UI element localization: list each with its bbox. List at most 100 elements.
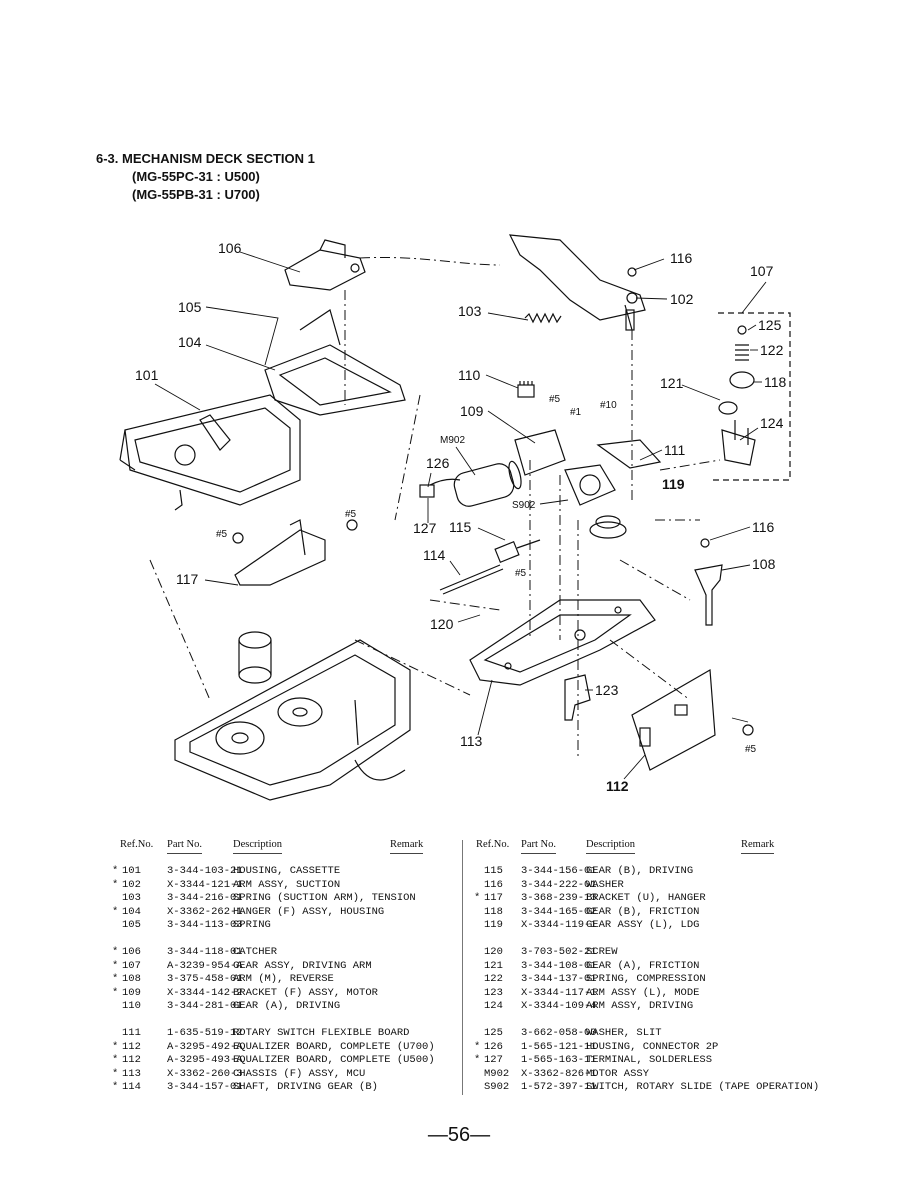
model-line-1: (MG-55PC-31 : U500) bbox=[132, 169, 260, 184]
gear-110-drawing bbox=[517, 381, 535, 398]
gear-119-drawing bbox=[589, 515, 627, 539]
screw-mark-5: #5 bbox=[345, 509, 357, 520]
callout-120: 120 bbox=[430, 616, 454, 632]
callout-111: 111 bbox=[664, 442, 685, 458]
bracket-117-drawing bbox=[232, 519, 358, 586]
header-ref: Ref.No. bbox=[120, 839, 154, 850]
callout-113: 113 bbox=[460, 733, 483, 749]
reverse-arm-drawing bbox=[694, 538, 723, 626]
callout-118: 118 bbox=[764, 374, 787, 390]
header-remark: Remark bbox=[390, 839, 424, 854]
callout-122: 122 bbox=[760, 342, 784, 358]
catcher-drawing bbox=[284, 239, 366, 291]
exploded-view-diagram: 106 116 107 105 103 102 125 104 122 101 … bbox=[119, 234, 791, 801]
cassette-housing-drawing bbox=[119, 394, 301, 511]
callout-106: 106 bbox=[218, 240, 242, 256]
chassis-drawing bbox=[469, 599, 656, 686]
shaft-drawing bbox=[439, 539, 541, 595]
callout-109: 109 bbox=[460, 403, 484, 419]
callout-s902: S902 bbox=[512, 500, 536, 511]
screw-mark-5: #5 bbox=[549, 394, 561, 405]
callout-labels: 106 116 107 105 103 102 125 104 122 101 … bbox=[135, 240, 787, 794]
header-remark: Remark bbox=[741, 839, 775, 854]
callout-101: 101 bbox=[135, 367, 159, 383]
callout-125: 125 bbox=[758, 317, 782, 333]
gear-assy-107-drawing bbox=[710, 312, 791, 481]
callout-124: 124 bbox=[760, 415, 784, 431]
callout-112: 112 bbox=[606, 778, 629, 794]
section-title: 6-3. MECHANISM DECK SECTION 1 bbox=[96, 151, 315, 166]
callout-108: 108 bbox=[752, 556, 776, 572]
mode-arm-drawing bbox=[564, 674, 591, 721]
callout-103: 103 bbox=[458, 303, 482, 319]
callout-114: 114 bbox=[423, 547, 446, 563]
section-heading: 6-3. MECHANISM DECK SECTION 1 (MG-55PC-3… bbox=[96, 150, 315, 204]
callout-110: 110 bbox=[458, 367, 481, 383]
callout-116: 116 bbox=[670, 250, 693, 266]
screw-mark-1: #1 bbox=[570, 407, 582, 418]
column-divider bbox=[462, 840, 463, 1095]
screw-mark-5: #5 bbox=[745, 744, 757, 755]
callout-123: 123 bbox=[595, 682, 619, 698]
callout-102: 102 bbox=[670, 291, 694, 307]
callout-126: 126 bbox=[426, 455, 450, 471]
callout-107: 107 bbox=[750, 263, 774, 279]
callout-104: 104 bbox=[178, 334, 202, 350]
spring-drawing bbox=[524, 312, 562, 324]
mechanism-base-drawing bbox=[174, 631, 411, 801]
screw-mark-10: #10 bbox=[600, 400, 617, 411]
equalizer-board-drawing bbox=[631, 669, 754, 771]
table-header: Ref.No. Part No. Description Remark bbox=[474, 838, 804, 856]
callout-117: 117 bbox=[176, 571, 199, 587]
header-ref: Ref.No. bbox=[476, 839, 510, 850]
callout-127: 127 bbox=[413, 520, 437, 536]
callout-116-b: 116 bbox=[752, 519, 775, 535]
screw-mark-5: #5 bbox=[216, 529, 228, 540]
header-part: Part No. bbox=[167, 839, 202, 854]
table-header: Ref.No. Part No. Description Remark bbox=[112, 838, 452, 856]
page-number: —56— bbox=[427, 1124, 491, 1146]
header-part: Part No. bbox=[521, 839, 556, 854]
callout-115: 115 bbox=[449, 519, 472, 535]
model-line-2: (MG-55PB-31 : U700) bbox=[132, 187, 260, 202]
screw-mark-5: #5 bbox=[515, 568, 527, 579]
leader-lines bbox=[154, 251, 767, 780]
rotary-switch-drawing bbox=[564, 439, 662, 506]
callout-119: 119 bbox=[662, 476, 685, 492]
header-desc: Description bbox=[233, 839, 282, 854]
callout-m902: M902 bbox=[440, 435, 465, 446]
alignment-lines bbox=[149, 256, 721, 760]
motor-drawing bbox=[419, 429, 566, 507]
callout-121: 121 bbox=[660, 375, 684, 391]
